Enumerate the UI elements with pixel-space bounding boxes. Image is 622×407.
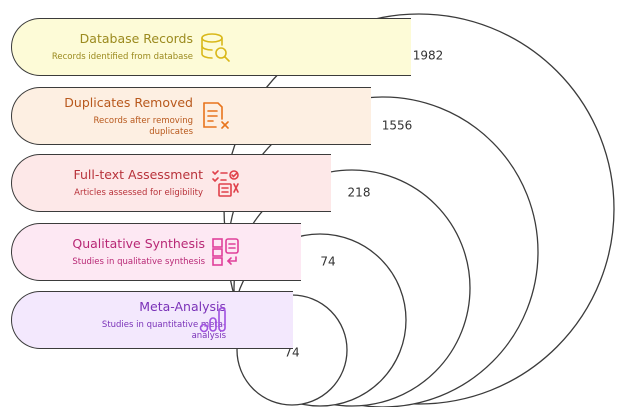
stage-title: Duplicates Removed bbox=[64, 94, 193, 110]
bar-chart-icon bbox=[198, 304, 230, 336]
stage-title: Qualitative Synthesis bbox=[72, 236, 205, 251]
synthesis-blocks-icon bbox=[210, 236, 242, 268]
database-search-icon bbox=[199, 31, 231, 63]
count-full-text-assessment: 218 bbox=[348, 186, 371, 200]
count-qualitative-synthesis: 74 bbox=[320, 255, 335, 269]
stage-title: Database Records bbox=[79, 31, 193, 46]
stage-qualitative-synthesis: Qualitative Synthesis Studies in qualita… bbox=[11, 223, 301, 281]
count-duplicates-removed: 1556 bbox=[382, 119, 413, 133]
document-remove-icon bbox=[200, 100, 232, 132]
stage-title: Full-text Assessment bbox=[73, 167, 203, 182]
checklist-review-icon bbox=[210, 167, 242, 199]
stage-meta-analysis: Meta-Analysis Studies in quantitative me… bbox=[11, 291, 293, 349]
stage-description: Studies in qualitative synthesis bbox=[72, 257, 205, 267]
stage-database-records: Database Records Records identified from… bbox=[11, 18, 411, 76]
stage-title: Meta-Analysis bbox=[139, 298, 226, 314]
stage-duplicates-removed: Duplicates Removed Records after removin… bbox=[11, 87, 371, 145]
count-meta-analysis: 74 bbox=[284, 346, 299, 360]
count-database-records: 1982 bbox=[413, 49, 444, 63]
stage-full-text-assessment: Full-text Assessment Articles assessed f… bbox=[11, 154, 331, 212]
stage-description: Records after removing duplicates bbox=[93, 115, 193, 137]
stage-description: Articles assessed for eligibility bbox=[74, 188, 203, 198]
stage-description: Records identified from database bbox=[51, 52, 193, 62]
stage-description: Studies in quantitative meta-analysis bbox=[101, 319, 226, 341]
